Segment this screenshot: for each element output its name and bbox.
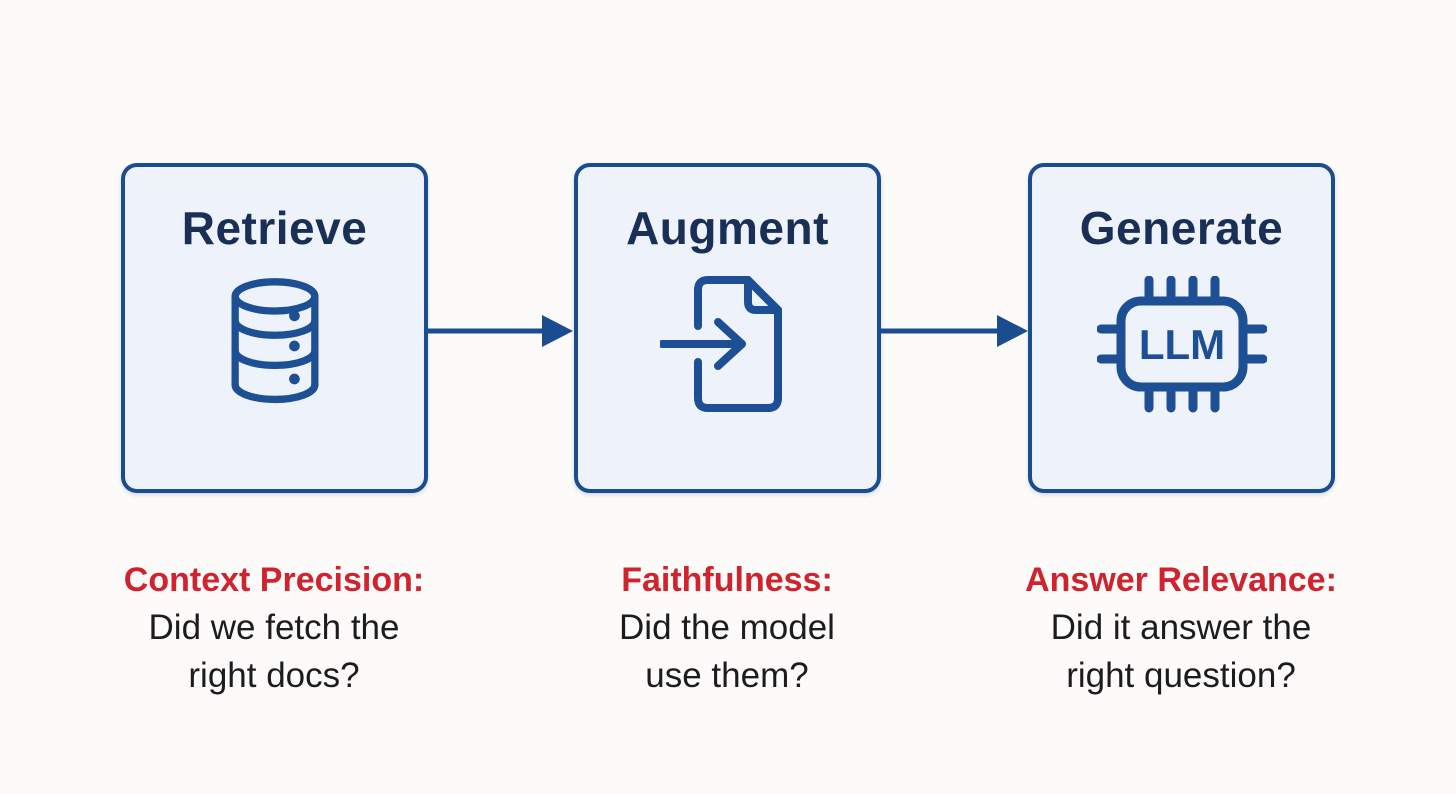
caption-heading: Answer Relevance: [1025,561,1337,599]
caption-line: use them? [645,656,809,695]
caption-line: right question? [1066,656,1296,695]
stage-box-retrieve: Retrieve [121,163,428,493]
flow-arrow-retrieve-to-augment [426,315,573,347]
caption-line: Did we fetch the [148,608,400,647]
caption-line: Did the model [619,608,835,647]
stage-title-generate: Generate [1079,202,1284,254]
document-import-icon [578,275,877,412]
caption-answer-relevance: Answer Relevance: Did it answer the righ… [951,556,1411,700]
stage-box-generate: Generate LLM [1028,163,1335,493]
caption-line: right docs? [188,656,360,695]
caption-heading: Context Precision: [123,561,425,599]
database-icon [125,276,424,414]
caption-heading: Faithfulness: [621,561,833,599]
chip-label: LLM [1138,321,1224,368]
stage-title-retrieve: Retrieve [181,202,368,254]
caption-line: Did it answer the [1050,608,1312,647]
flow-arrow-augment-to-generate [881,315,1028,347]
caption-faithfulness: Faithfulness: Did the model use them? [497,556,957,700]
cpu-chip-icon: LLM [1032,275,1331,414]
stage-title-augment: Augment [626,202,829,254]
caption-context-precision: Context Precision: Did we fetch the righ… [44,556,504,700]
stage-box-augment: Augment [574,163,881,493]
